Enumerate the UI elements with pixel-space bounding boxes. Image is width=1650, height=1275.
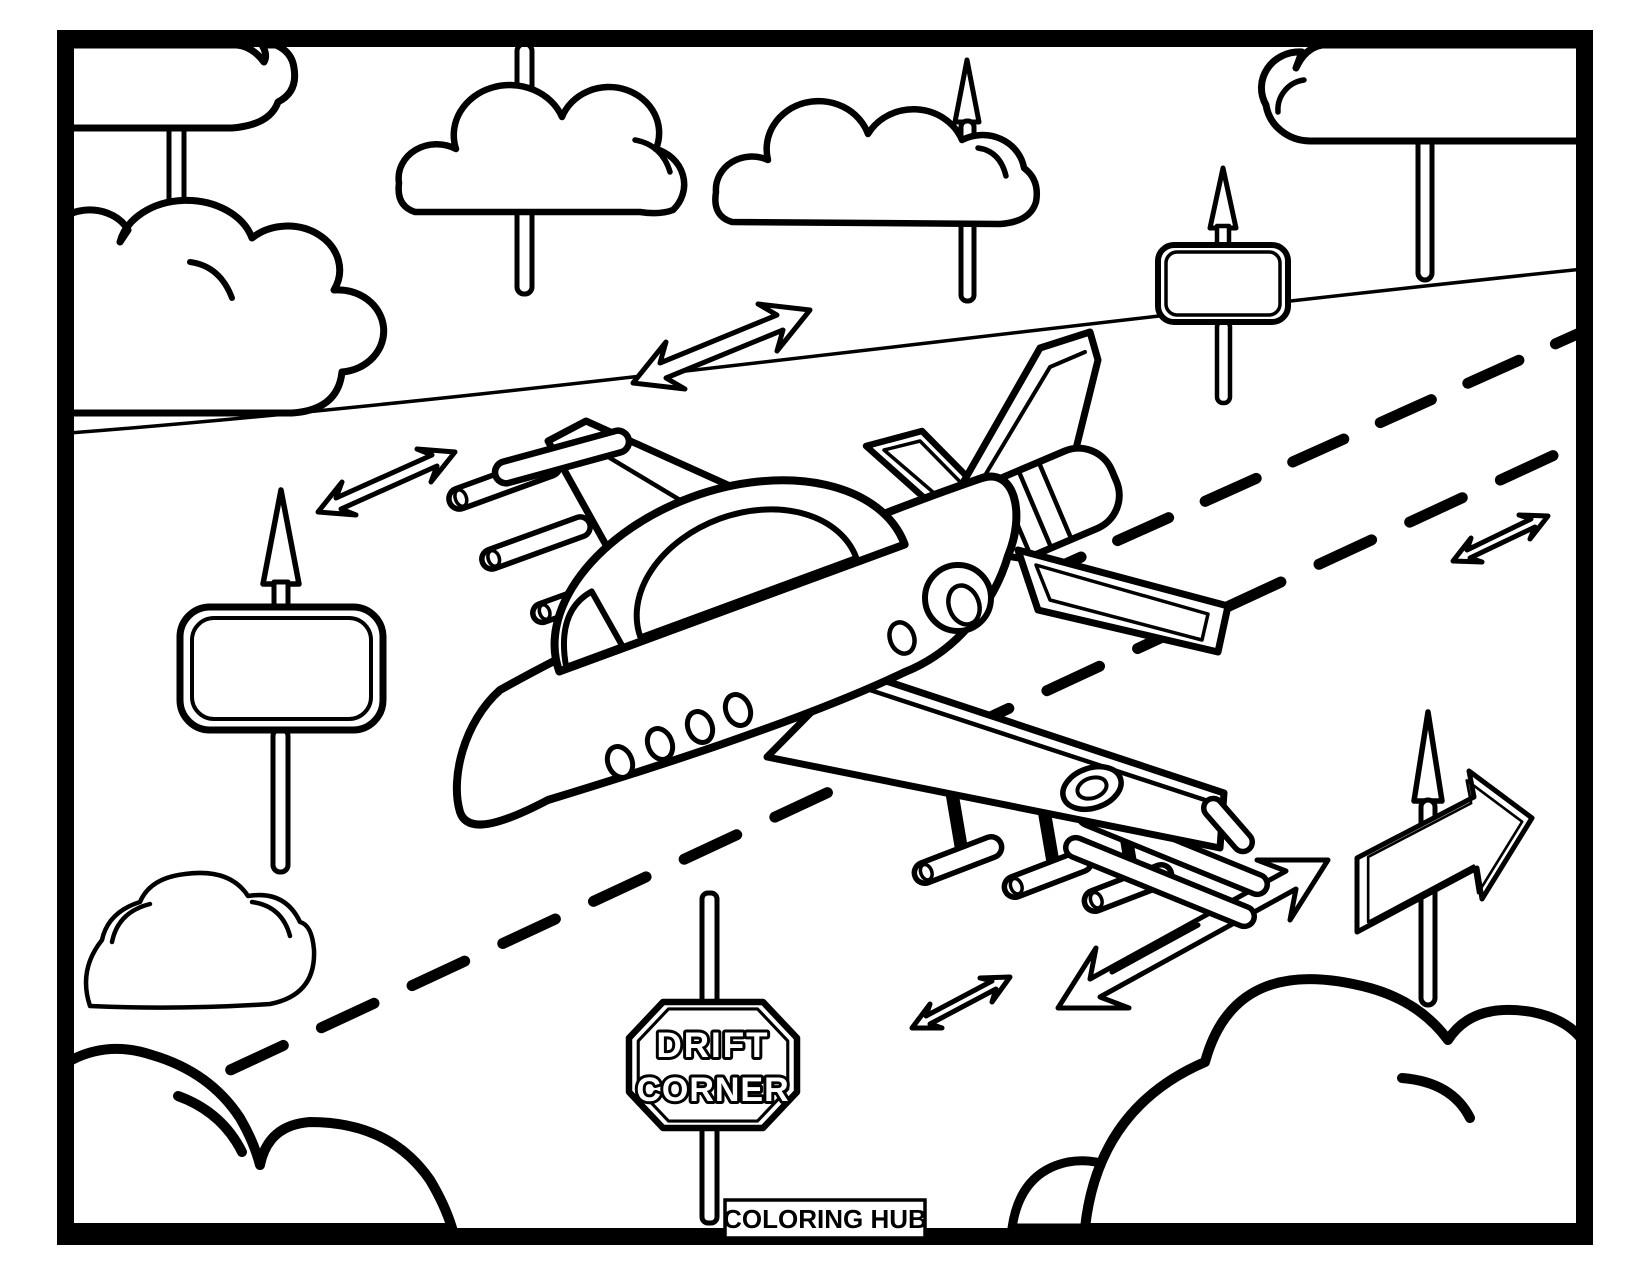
double-arrow-icon xyxy=(1450,512,1551,565)
brand-label: COLORING HUB xyxy=(723,1204,927,1234)
drift-corner-line1: DRIFT xyxy=(656,1026,769,1065)
cloud-bottom-right-group xyxy=(1007,974,1576,1228)
cloud-inner-arc xyxy=(975,145,1009,179)
signpost-left-blank xyxy=(176,487,387,875)
octagon-sign-inner-border xyxy=(636,1007,790,1123)
jet-near-stabilizer-inner xyxy=(1034,563,1210,642)
cloud-inner-arc xyxy=(632,137,673,175)
cloud xyxy=(74,1043,457,1228)
blank-sign-board xyxy=(1155,242,1291,325)
cloud-inner-arc xyxy=(1397,1073,1475,1123)
jet-fuselage-circle-inner xyxy=(946,583,982,627)
jet-tail-fin-inner xyxy=(973,350,1087,494)
cloud-top-middle-group xyxy=(712,57,1040,304)
cloud-top-left-group xyxy=(74,47,388,417)
cloud-small-left xyxy=(83,870,317,1010)
brand-plate-box xyxy=(723,1198,927,1240)
pole xyxy=(1214,318,1233,406)
cloud xyxy=(712,97,1040,228)
double-arrow-icon xyxy=(315,446,458,518)
cloud-top-right-group xyxy=(1257,47,1576,283)
double-arrow-icon xyxy=(1055,857,1331,1011)
cloud-top-middle-left-group xyxy=(395,47,688,297)
drift-corner-sign: DRIFT CORNER xyxy=(625,890,801,1226)
cloud-inner-arc xyxy=(187,259,235,301)
jet-fuselage-dot xyxy=(887,620,917,656)
jet-near-wing-inner-line xyxy=(867,687,1208,803)
cloud-bottom-left-group xyxy=(74,1043,457,1228)
jet-roundel xyxy=(1060,763,1124,813)
octagon-sign-board xyxy=(625,998,801,1132)
jet-canopy-glass xyxy=(633,506,860,641)
pole xyxy=(270,726,291,875)
cloud-cumulus-left xyxy=(74,196,388,417)
blank-sign-board xyxy=(176,603,387,734)
signpost-top-right-blank xyxy=(1155,165,1291,406)
signpost-arrow-right xyxy=(1354,709,1535,1008)
arrow-sign-board xyxy=(1354,768,1535,935)
cloud xyxy=(1257,47,1576,145)
cloud-pole xyxy=(1415,127,1435,283)
cloud-inner-arc xyxy=(249,899,293,939)
jet-near-wingtip-rail xyxy=(1200,795,1256,855)
blank-sign-inner-border xyxy=(190,616,373,721)
jet-canopy xyxy=(550,476,909,676)
jet-portholes xyxy=(604,691,754,781)
cloud-inner-arc xyxy=(1275,77,1307,115)
footer-brand-plate: COLORING HUB xyxy=(723,1198,927,1240)
cloud-inner-arc xyxy=(109,901,153,945)
cloud-top-left-corner xyxy=(74,47,299,132)
road-dash-line-upper xyxy=(1024,328,1576,586)
arrow-sign-inner-border xyxy=(1366,779,1524,924)
cloud-inner-arc xyxy=(173,1091,247,1157)
fighter-jet xyxy=(446,328,1271,930)
blank-sign-inner-border xyxy=(1164,250,1282,317)
direction-arrows xyxy=(315,301,1551,1031)
cloud xyxy=(1080,974,1576,1228)
missile-pylon xyxy=(945,786,969,859)
jet-far-wingtip-rail xyxy=(491,427,633,487)
cloud xyxy=(395,81,688,217)
double-arrow-icon xyxy=(909,974,1013,1031)
jet-windshield xyxy=(560,588,626,670)
arrow-inner-line xyxy=(1109,922,1201,975)
double-arrow-icon xyxy=(630,301,813,392)
drift-corner-line2: CORNER xyxy=(636,1071,789,1109)
